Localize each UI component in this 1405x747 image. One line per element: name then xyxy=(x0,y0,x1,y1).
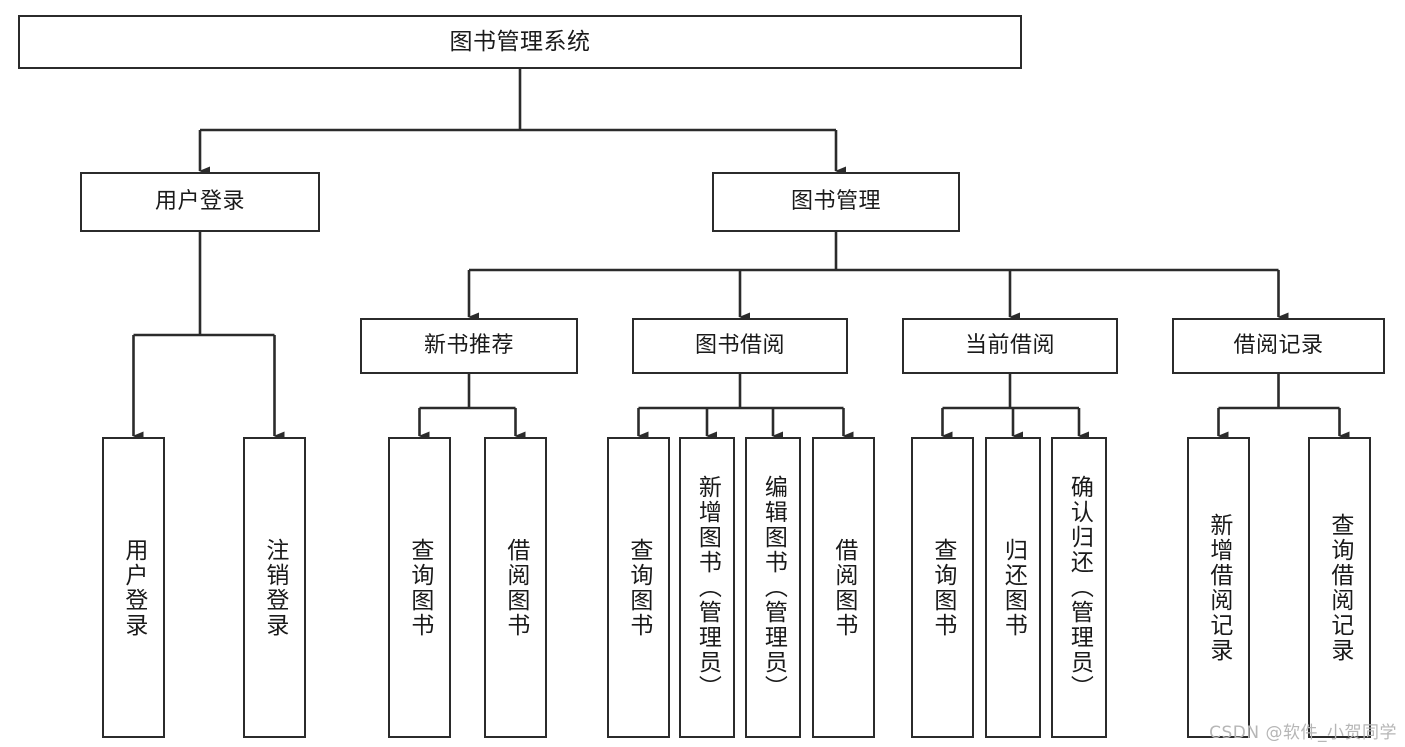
node-leaf-bor-3[interactable]: 编辑图书（管理员） xyxy=(745,437,801,738)
node-label: 借阅记录 xyxy=(1233,333,1324,359)
node-label: 借阅图书 xyxy=(830,537,857,638)
node-newbooks[interactable]: 新书推荐 xyxy=(360,318,578,374)
node-leaf-new-1[interactable]: 查询图书 xyxy=(388,437,451,738)
node-leaf-bor-1[interactable]: 查询图书 xyxy=(607,437,670,738)
node-label: 图书管理 xyxy=(790,189,881,215)
node-label: 图书管理系统 xyxy=(449,28,591,55)
node-borrow[interactable]: 图书借阅 xyxy=(632,318,848,374)
node-label: 查询图书 xyxy=(625,537,652,638)
node-label: 查询图书 xyxy=(406,537,433,638)
node-label: 新书推荐 xyxy=(423,333,514,359)
node-label: 用户登录 xyxy=(154,189,245,215)
node-leaf-rec-1[interactable]: 新增借阅记录 xyxy=(1187,437,1250,738)
node-label: 归还图书 xyxy=(1000,537,1027,638)
node-leaf-login-2[interactable]: 注销登录 xyxy=(243,437,306,738)
node-leaf-new-2[interactable]: 借阅图书 xyxy=(484,437,547,738)
node-leaf-rec-2[interactable]: 查询借阅记录 xyxy=(1308,437,1371,738)
node-bookmgmt[interactable]: 图书管理 xyxy=(712,172,960,232)
node-records[interactable]: 借阅记录 xyxy=(1172,318,1385,374)
node-label: 新增借阅记录 xyxy=(1205,512,1232,663)
node-label: 当前借阅 xyxy=(964,333,1055,359)
node-root[interactable]: 图书管理系统 xyxy=(18,15,1022,69)
node-leaf-bor-4[interactable]: 借阅图书 xyxy=(812,437,875,738)
node-leaf-cur-2[interactable]: 归还图书 xyxy=(985,437,1041,738)
node-label: 注销登录 xyxy=(261,537,288,638)
node-leaf-cur-3[interactable]: 确认归还（管理员） xyxy=(1051,437,1107,738)
node-label: 新增图书（管理员） xyxy=(694,475,721,700)
csdn-watermark: CSDN @软件_小贺同学 xyxy=(1209,723,1397,743)
node-label: 确认归还（管理员） xyxy=(1066,475,1093,700)
node-label: 借阅图书 xyxy=(502,537,529,638)
node-leaf-cur-1[interactable]: 查询图书 xyxy=(911,437,974,738)
node-label: 用户登录 xyxy=(120,537,147,638)
node-label: 图书借阅 xyxy=(694,333,785,359)
node-leaf-bor-2[interactable]: 新增图书（管理员） xyxy=(679,437,735,738)
node-current[interactable]: 当前借阅 xyxy=(902,318,1118,374)
node-label: 查询借阅记录 xyxy=(1326,512,1353,663)
node-label: 查询图书 xyxy=(929,537,956,638)
node-label: 编辑图书（管理员） xyxy=(760,475,787,700)
node-leaf-login-1[interactable]: 用户登录 xyxy=(102,437,165,738)
node-login[interactable]: 用户登录 xyxy=(80,172,320,232)
